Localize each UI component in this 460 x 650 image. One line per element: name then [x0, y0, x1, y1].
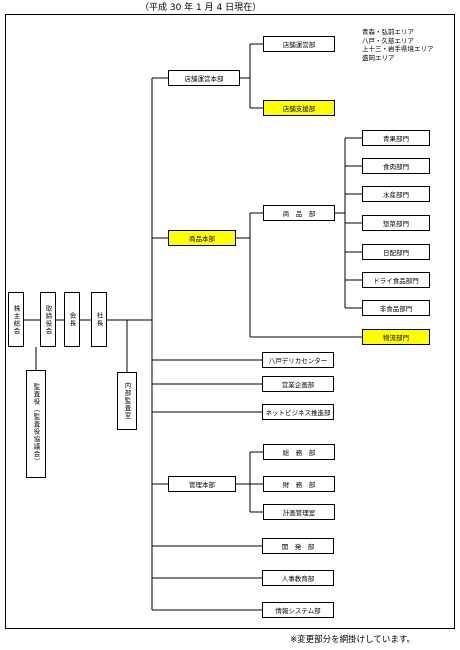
daily-goods-division: 日配部門 — [362, 244, 430, 260]
logistics-division: 物流部門 — [362, 329, 430, 345]
area-item: 八戸・久慈エリア — [362, 36, 414, 45]
dry-food-division: ドライ食品部門 — [362, 272, 430, 288]
produce-division: 青果部門 — [362, 130, 430, 146]
president-box: 社長 — [91, 292, 107, 347]
product-hq: 商品本部 — [168, 230, 236, 246]
planning-management-office: 計画管理室 — [263, 504, 335, 520]
area-item: 上十三・岩手県境エリア — [362, 45, 434, 53]
store-support-dept: 店舗支援部 — [263, 100, 335, 116]
hr-education-dept: 人事教育部 — [262, 570, 334, 586]
internal-audit-box: 内部監査室 — [117, 372, 137, 430]
auditors-box: 監査役（監査役協議会） — [26, 370, 46, 478]
finance-dept: 財 務 部 — [263, 476, 335, 492]
store-operations-hq: 店舗運営本部 — [168, 70, 240, 86]
org-chart-frame — [5, 14, 455, 629]
chairman-box: 会長 — [64, 292, 80, 347]
administration-hq: 管理本部 — [168, 476, 236, 492]
deli-division: 惣菜部門 — [362, 215, 430, 231]
area-item: 盛岡エリア — [362, 53, 395, 62]
general-affairs-dept: 総 務 部 — [263, 444, 335, 460]
meat-division: 食肉部門 — [362, 158, 430, 174]
net-business-dept: ネットビジネス推進部 — [262, 404, 334, 420]
shareholders-meeting-box: 株主総会 — [8, 292, 24, 347]
seafood-division: 水産部門 — [362, 186, 430, 202]
development-dept: 開 発 部 — [262, 538, 334, 554]
sales-planning-dept: 営業企画部 — [262, 376, 334, 392]
hachinohe-deli-center: 八戸デリカセンター — [262, 352, 334, 368]
board-of-directors-box: 取締役会 — [40, 292, 56, 347]
date-header: （平成 30 年 1 月 4 日現在） — [140, 3, 262, 13]
non-food-division: 非食品部門 — [362, 300, 430, 316]
product-dept: 商 品 部 — [263, 205, 335, 221]
area-list: 青森・弘前エリア 八戸・久慈エリア 上十三・岩手県境エリア 盛岡エリア — [362, 28, 434, 62]
store-operations-dept: 店舗運営部 — [263, 36, 335, 52]
footnote: ※変更部分を網掛けしています。 — [290, 635, 416, 645]
area-item: 青森・弘前エリア — [362, 28, 414, 36]
info-systems-dept: 情報システム部 — [262, 602, 334, 618]
